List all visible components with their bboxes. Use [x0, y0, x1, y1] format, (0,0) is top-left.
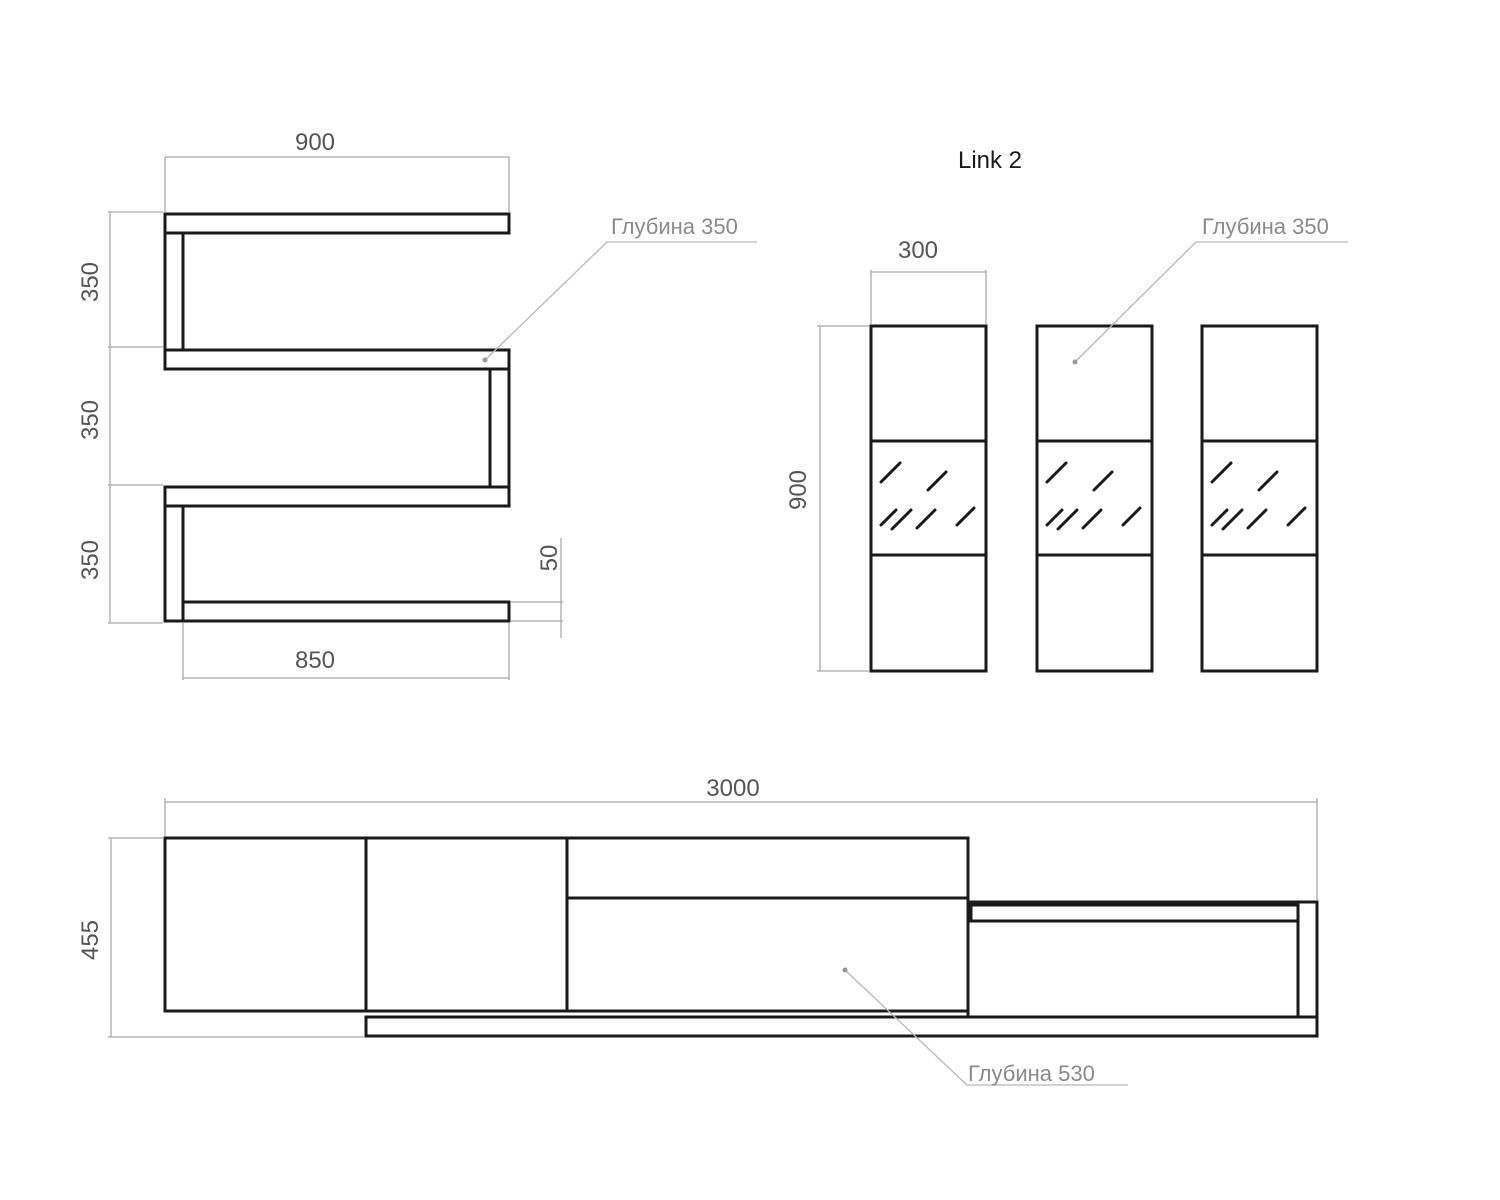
glass-hatch	[1045, 461, 1142, 531]
cabinet-height-label: 900	[785, 470, 812, 510]
shelf-thickness-label: 50	[536, 545, 563, 572]
shelf-length-label: 850	[295, 647, 335, 674]
cabinet-width-label: 300	[898, 237, 938, 264]
zigzag-shelf	[163, 212, 511, 623]
tv-stand-width-label: 3000	[706, 775, 759, 802]
tv-stand-wide-unit	[565, 836, 970, 1013]
tv-stand	[163, 836, 1319, 1038]
cabinet-depth-note: Глубина 350	[1202, 214, 1329, 239]
shelf-post-right	[488, 367, 511, 489]
shelf-post-left-bottom	[163, 504, 185, 623]
shelf-dimensions: 900 350 350 350 50 850 Глубина 350	[77, 129, 757, 680]
shelf-height-1-label: 350	[77, 262, 104, 302]
shelf-height-2-label: 350	[77, 400, 104, 440]
tv-stand-middle-unit	[364, 836, 569, 1013]
shelf-board-top	[163, 212, 511, 235]
cabinet-2	[1035, 324, 1154, 673]
tv-stand-right-unit	[966, 900, 1319, 1019]
cabinet-dimensions: 300 900 Глубина 350	[785, 214, 1348, 672]
shelf-width-label: 900	[295, 129, 335, 156]
glass-hatch	[879, 461, 976, 531]
tv-stand-height-label: 455	[77, 920, 104, 960]
wall-cabinets	[869, 324, 1319, 673]
shelf-post-left-top	[163, 231, 185, 352]
tv-stand-left-unit	[163, 836, 368, 1013]
shelf-depth-note: Глубина 350	[611, 214, 738, 239]
tv-stand-right-shelf	[969, 903, 1300, 923]
tv-stand-dimensions: 3000 455 Глубина 530	[77, 775, 1318, 1086]
shelf-board-middle	[163, 348, 511, 371]
shelf-board-bottom	[181, 600, 511, 623]
glass-hatch	[1210, 461, 1307, 531]
tv-stand-base-board	[364, 1015, 1319, 1038]
cabinet-3	[1200, 324, 1319, 673]
cabinet-1	[869, 324, 988, 673]
shelf-height-3-label: 350	[77, 540, 104, 580]
page-title: Link 2	[958, 147, 1022, 174]
tv-stand-depth-note: Глубина 530	[968, 1061, 1095, 1086]
shelf-board-lower	[163, 485, 511, 508]
